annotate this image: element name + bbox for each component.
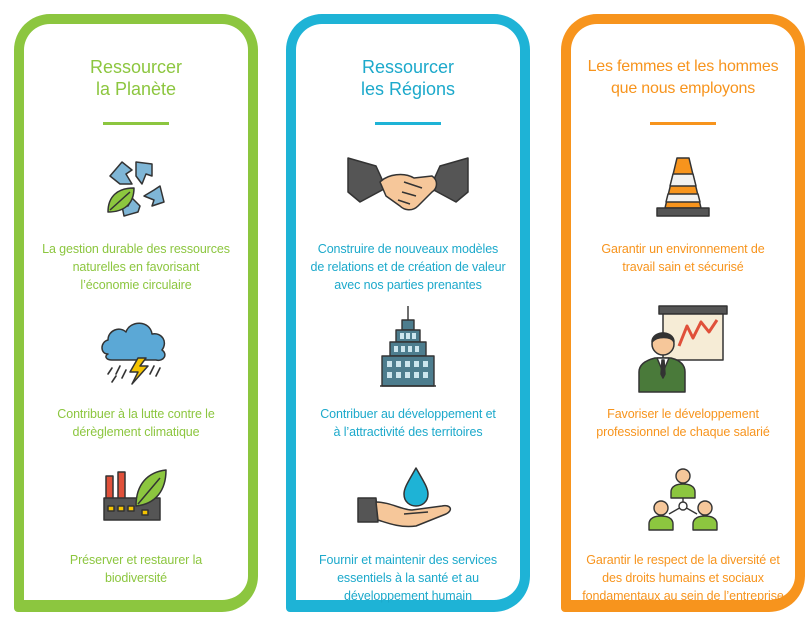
- pillar-item-text: Construire de nouveaux modèles de relati…: [310, 242, 506, 292]
- storm-cloud-icon: [98, 314, 174, 386]
- pillar-title-line: la Planète: [95, 79, 177, 99]
- pillar-item-text: Contribuer à la lutte contre le dérèglem…: [57, 407, 215, 439]
- pillar-title-line: Les femmes et les hommes: [587, 58, 779, 75]
- title-divider: [375, 122, 441, 125]
- pillar-title-line: les Régions: [360, 79, 456, 99]
- pillar-title: Ressourcer les Régions: [296, 56, 520, 100]
- pillar-card-regions: Ressourcer les Régions Construire de nou…: [286, 14, 530, 612]
- pillar-item-text: Fournir et maintenir des services essent…: [318, 553, 498, 603]
- skyscraper-icon: [378, 306, 438, 390]
- pillar-title-line: Ressourcer: [361, 57, 455, 77]
- water-drop-hand-icon: [356, 466, 460, 530]
- pillar-item-text: La gestion durable des ressources nature…: [42, 242, 230, 292]
- pillar-item-text: Garantir le respect de la diversité et d…: [582, 553, 784, 603]
- people-network-icon: [647, 464, 719, 532]
- pillar-item-text: Favoriser le développement professionnel…: [596, 407, 770, 439]
- recycle-leaf-icon: [102, 154, 170, 222]
- pillar-title: Les femmes et les hommes que nous employ…: [571, 56, 795, 100]
- pillar-title-line: Ressourcer: [89, 57, 183, 77]
- pillar-item-text: Contribuer au développement et à l’attra…: [320, 407, 496, 439]
- pillar-item-text: Garantir un environnement de travail sai…: [601, 242, 765, 274]
- title-divider: [103, 122, 169, 125]
- pillar-card-people: Les femmes et les hommes que nous employ…: [561, 14, 805, 612]
- handshake-icon: [346, 152, 470, 220]
- pillar-card-planet: Ressourcer la Planète La gestion durable…: [14, 14, 258, 612]
- pillar-title-line: que nous employons: [610, 80, 756, 97]
- presenter-chart-icon: [635, 302, 731, 394]
- traffic-cone-icon: [655, 154, 711, 220]
- pillar-title: Ressourcer la Planète: [24, 56, 248, 100]
- pillar-item-text: Préserver et restaurer la biodiversité: [69, 553, 203, 585]
- title-divider: [650, 122, 716, 125]
- factory-leaf-icon: [102, 462, 170, 526]
